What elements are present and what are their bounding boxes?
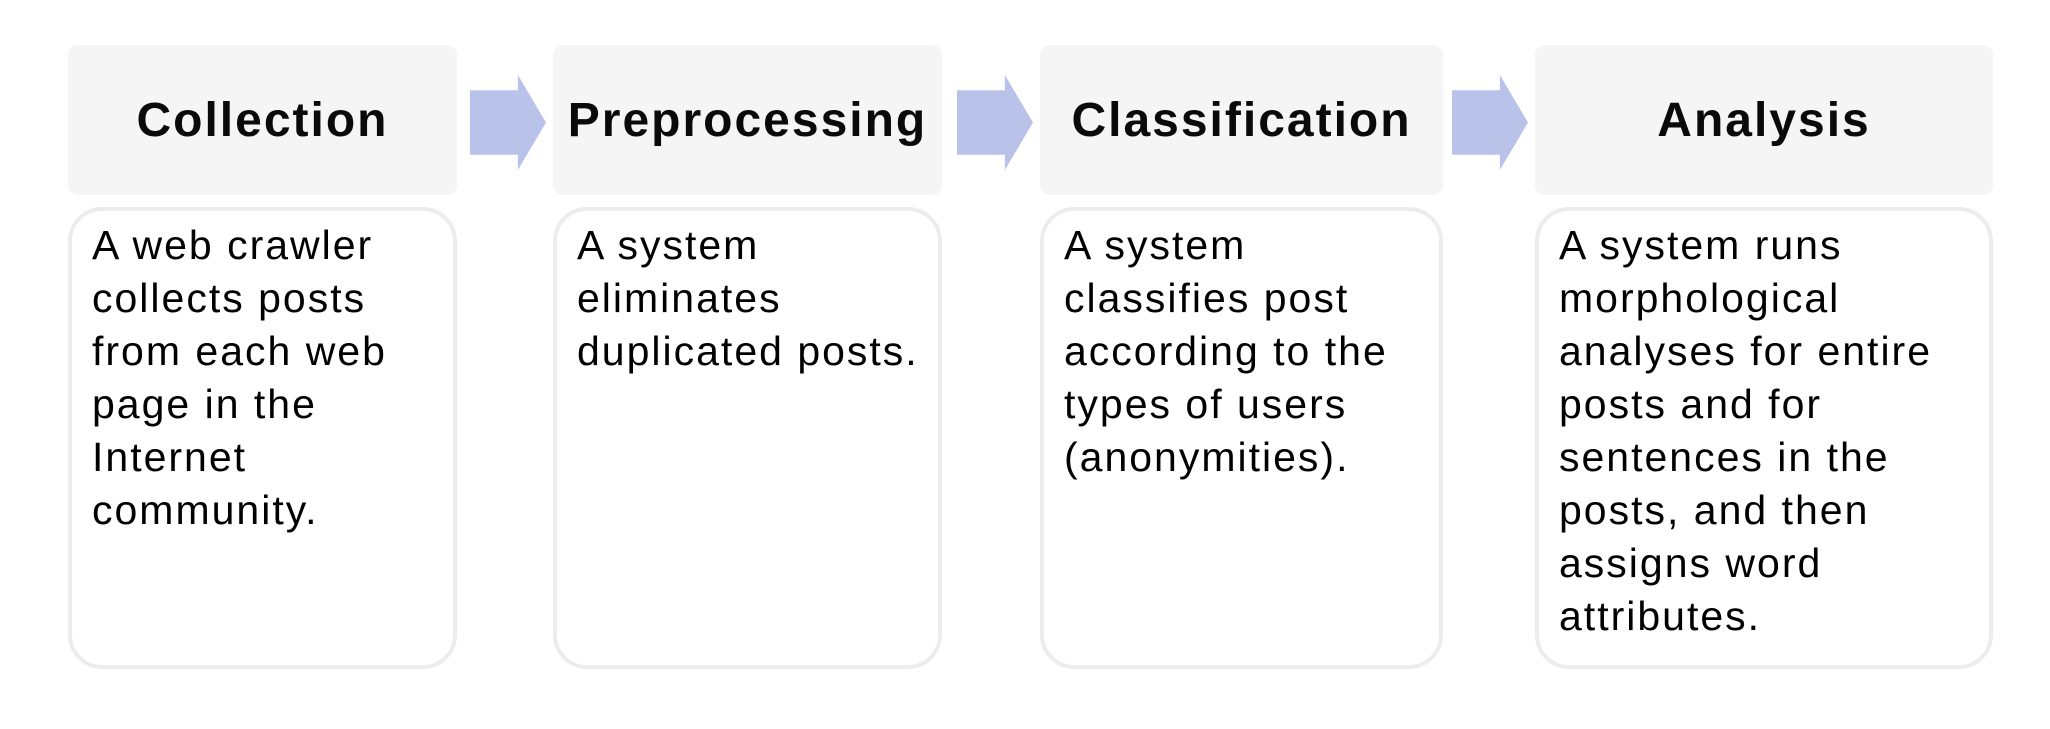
step-description-box-collection: A web crawler collects posts from each w… [68, 207, 457, 669]
step-description-box-preprocessing: A system eliminates duplicated posts. [553, 207, 942, 669]
step-title: Collection [136, 93, 389, 147]
step-header-collection: Collection [68, 45, 457, 195]
arrow-right-icon [470, 75, 546, 170]
step-description: A web crawler collects posts from each w… [92, 222, 387, 533]
step-header-analysis: Analysis [1535, 45, 1993, 195]
step-title: Analysis [1657, 93, 1871, 147]
step-header-preprocessing: Preprocessing [553, 45, 942, 195]
step-description-box-analysis: A system runs morphological analyses for… [1535, 207, 1993, 669]
arrow-right-icon [1452, 75, 1528, 170]
step-description: A system eliminates duplicated posts. [577, 222, 919, 374]
step-title: Classification [1071, 93, 1412, 147]
step-description-box-classification: A system classifies post according to th… [1040, 207, 1443, 669]
step-description: A system runs morphological analyses for… [1559, 222, 1933, 639]
arrow-right-icon [957, 75, 1033, 170]
step-header-classification: Classification [1040, 45, 1443, 195]
step-description: A system classifies post according to th… [1064, 222, 1388, 480]
step-title: Preprocessing [567, 93, 928, 147]
